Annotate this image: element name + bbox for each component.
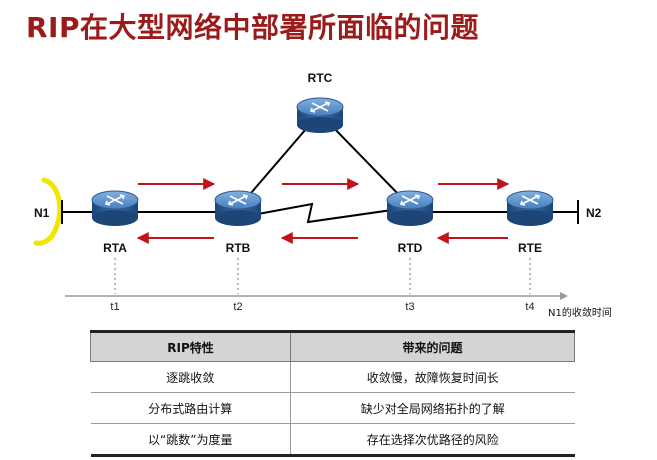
network-label-n2: N2: [586, 206, 602, 220]
router-label-rtc: RTC: [308, 71, 333, 85]
router-label-rtb: RTB: [226, 241, 251, 255]
router-rtd-icon: [386, 190, 434, 226]
link-rtb-rtc: [244, 121, 313, 201]
table-cell-feature: 逐跳收敛: [90, 361, 291, 393]
router-rte-icon: [506, 190, 554, 226]
timeline-axis-label: N1的收敛时间: [548, 306, 612, 319]
tick-label-t1: t1: [110, 301, 119, 313]
tick-label-t3: t3: [405, 301, 414, 313]
tick-label-t2: t2: [233, 301, 242, 313]
router-rta-icon: [91, 190, 139, 226]
highlight-mark: [33, 177, 63, 246]
table-row: 分布式路由计算 缺少对全局网络拓扑的了解: [90, 392, 575, 424]
timeline-arrowhead: [560, 292, 568, 300]
network-diagram: RTA RTB RTC RTD RTE N1 N2 t1 t2 t3 t4 N1…: [33, 71, 612, 319]
network-label-n1: N1: [34, 206, 50, 220]
table-header-row: RIP特性 带来的问题: [90, 330, 575, 362]
table-row: 逐跳收敛 收敛慢，故障恢复时间长: [90, 361, 575, 393]
table-cell-problem: 缺少对全局网络拓扑的了解: [290, 392, 575, 424]
link-rtc-rtd: [327, 121, 405, 201]
router-label-rtd: RTD: [398, 241, 423, 255]
table-cell-feature: 以“跳数”为度量: [90, 423, 291, 457]
router-label-rte: RTE: [518, 241, 542, 255]
table-header-feature: RIP特性: [90, 330, 291, 362]
table-header-problem: 带来的问题: [290, 330, 575, 362]
page-title: RIP在大型网络中部署所面临的问题: [26, 11, 480, 44]
table-cell-problem: 存在选择次优路径的风险: [290, 423, 575, 457]
table-row: 以“跳数”为度量 存在选择次优路径的风险: [90, 423, 575, 457]
table-cell-feature: 分布式路由计算: [90, 392, 291, 424]
router-label-rta: RTA: [103, 241, 127, 255]
router-rtc-icon: [296, 97, 344, 133]
table-cell-problem: 收敛慢，故障恢复时间长: [290, 361, 575, 393]
rip-issues-table: RIP特性 带来的问题 逐跳收敛 收敛慢，故障恢复时间长 分布式路由计算 缺少对…: [90, 330, 575, 457]
router-rtb-icon: [214, 190, 262, 226]
link-rtb-rtd-serial: [257, 202, 393, 224]
tick-label-t4: t4: [525, 301, 534, 313]
